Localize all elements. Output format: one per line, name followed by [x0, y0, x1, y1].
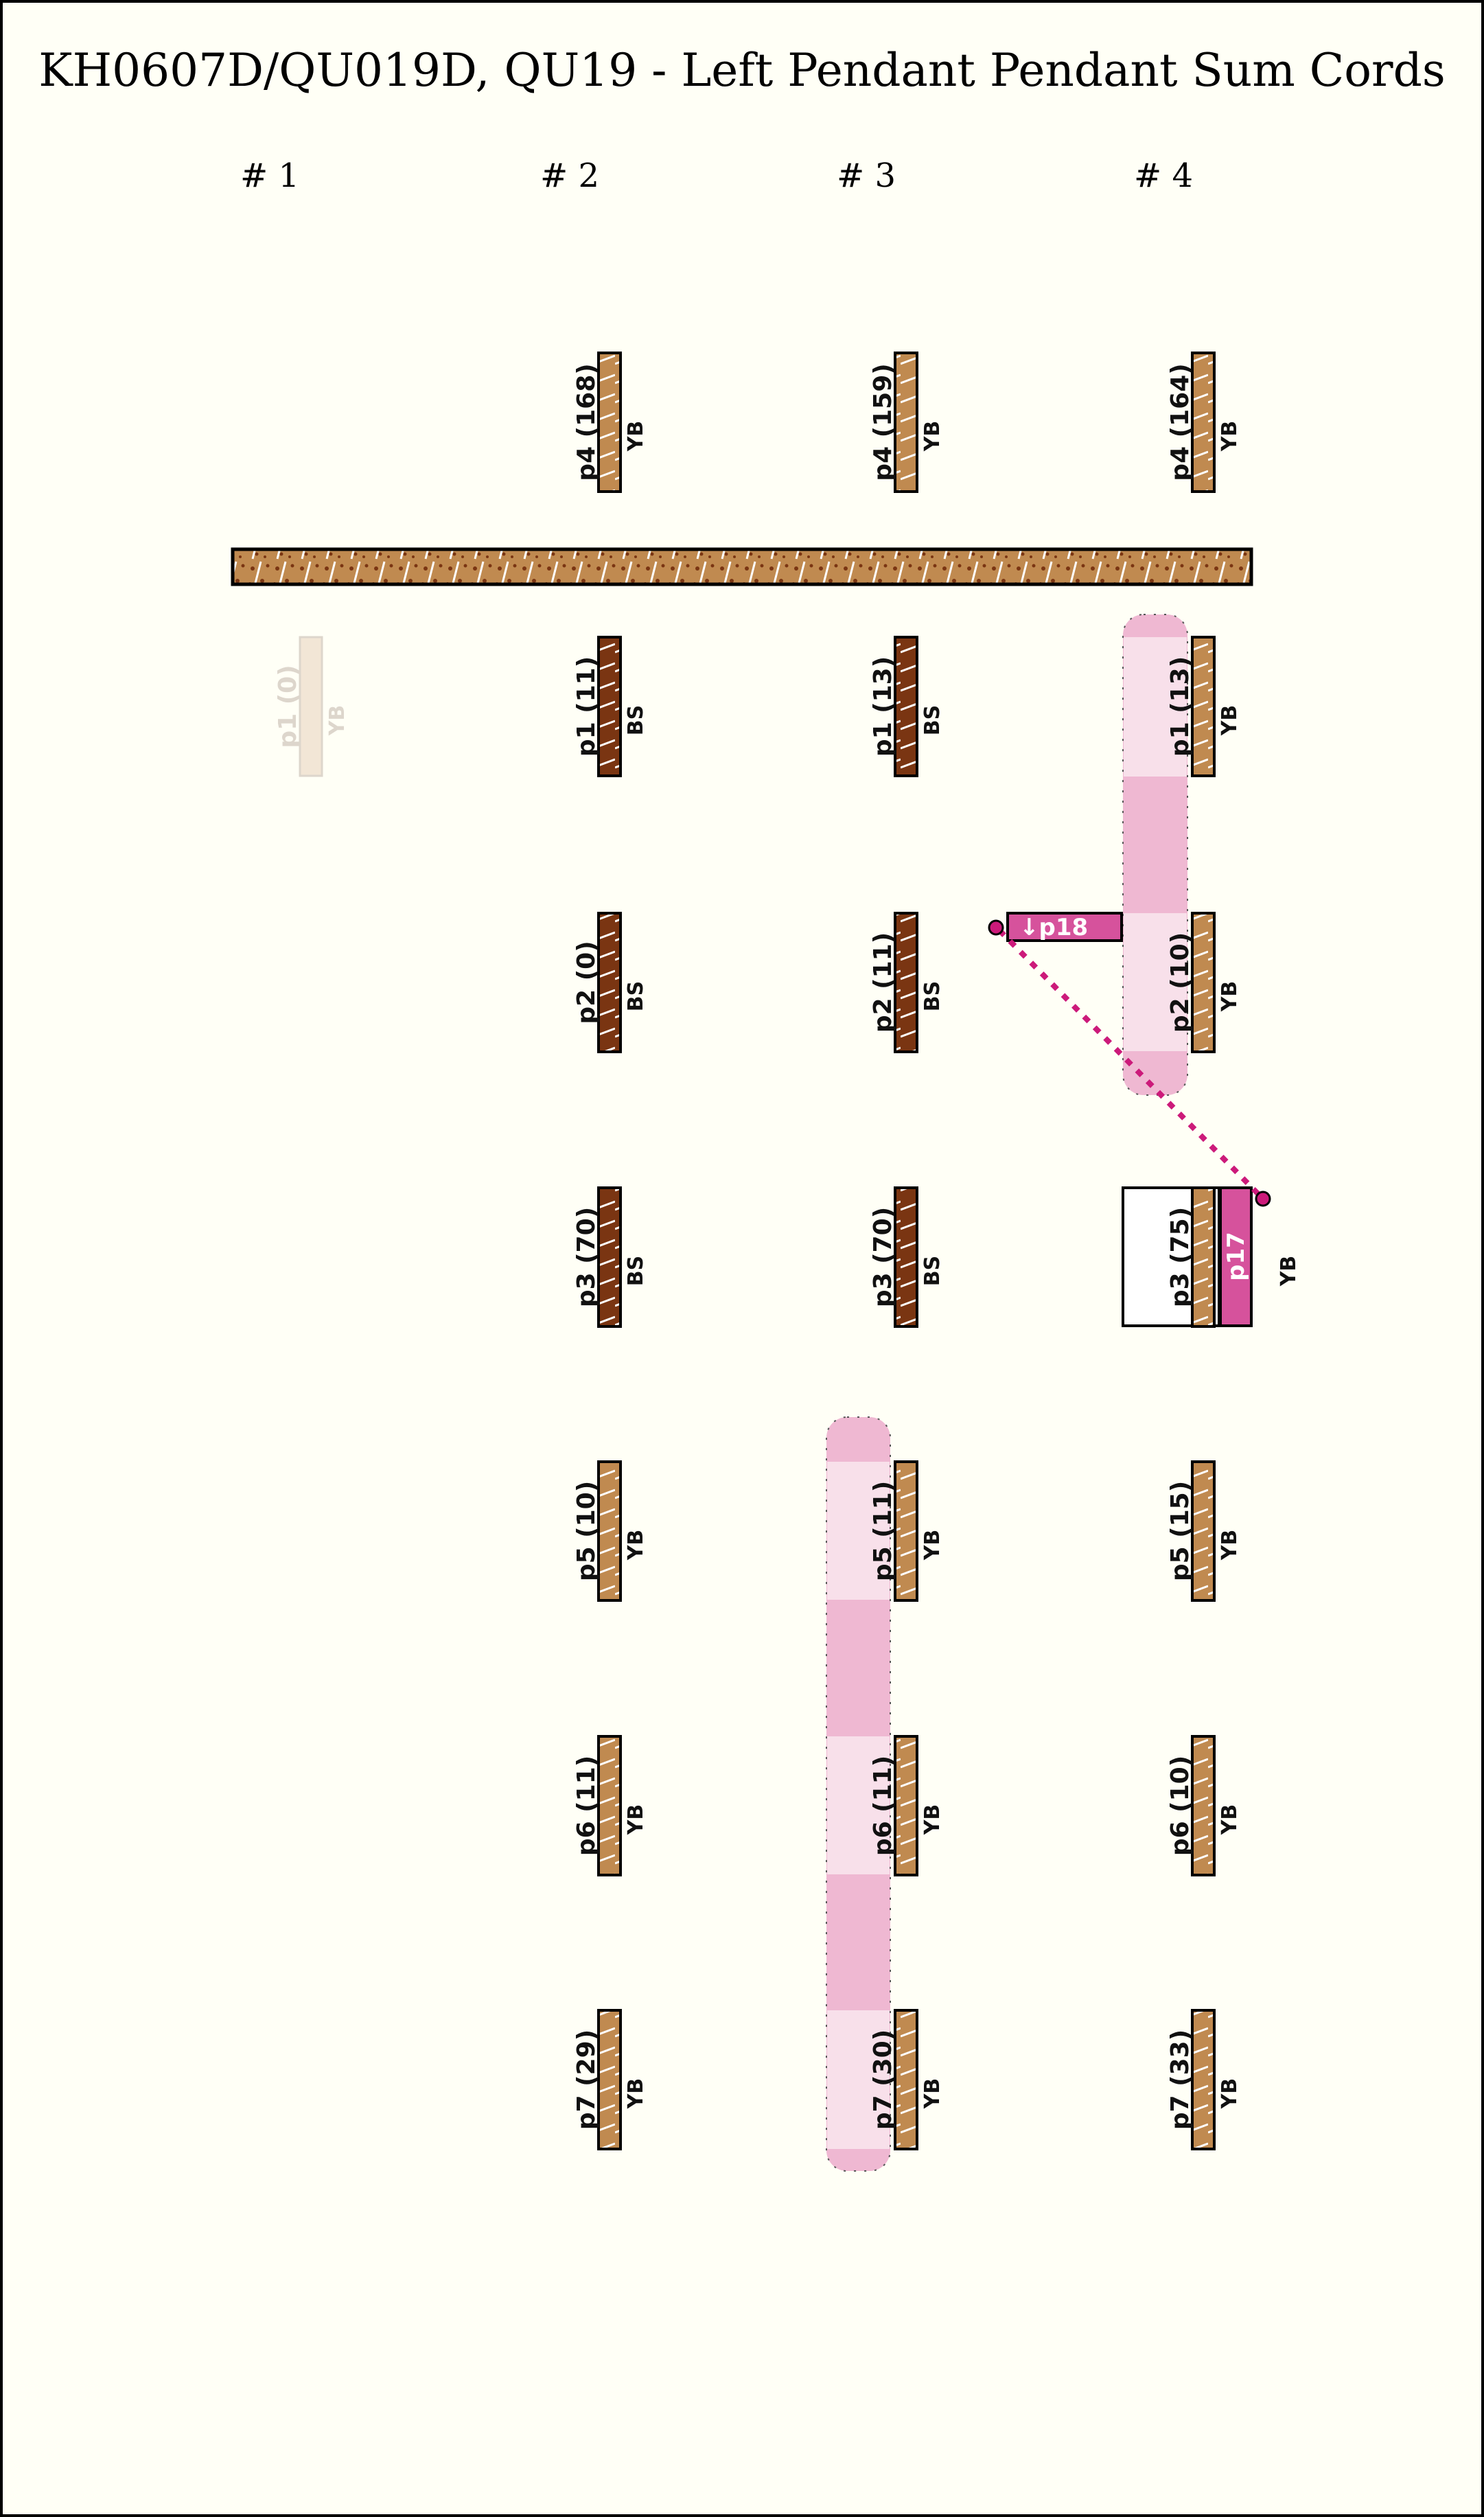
- sum-group-highlight-col3: [826, 1416, 891, 2172]
- cord-label: p6 (11): [572, 1756, 601, 1856]
- cord-color-label: BS: [624, 981, 648, 1011]
- pendant-cord-p6-col4[interactable]: p6 (10) YB: [1166, 1735, 1242, 1876]
- pendant-cord-p2-col2[interactable]: p2 (0) BS: [572, 912, 648, 1053]
- cord-color-label: BS: [920, 1256, 944, 1286]
- cord-color-label: YB: [1277, 1256, 1301, 1287]
- cord-color-label: YB: [920, 2078, 944, 2110]
- p18-tag-label: ↓p18: [1019, 914, 1088, 941]
- cord-color-label: YB: [1218, 1530, 1242, 1561]
- pendant-cord-p7-col4[interactable]: p7 (33) YB: [1166, 2009, 1242, 2150]
- cord-color-label: YB: [920, 421, 944, 452]
- sum-link-line: [997, 928, 1262, 1198]
- pendant-cord-p4-col3[interactable]: p4 (159) YB: [869, 352, 944, 493]
- pendant-cord-p3-col2[interactable]: p3 (70) BS: [572, 1186, 648, 1328]
- link-start-dot: [988, 919, 1004, 936]
- pendant-cord-p1-col1[interactable]: p1 (0) YB: [274, 636, 349, 777]
- pendant-cord-p2-col3[interactable]: p2 (11) BS: [869, 912, 944, 1053]
- pendant-cord-p7-col3[interactable]: p7 (30) YB: [869, 2009, 944, 2150]
- cord-color-label: BS: [920, 981, 944, 1011]
- pendant-cord-p1-col2[interactable]: p1 (11) BS: [572, 636, 648, 777]
- cord-color-label: YB: [624, 2078, 648, 2110]
- p17-tag[interactable]: p17: [1219, 1186, 1253, 1327]
- link-end-dot: [1255, 1191, 1271, 1207]
- cord-label: p2 (0): [572, 941, 601, 1024]
- pendant-cord-p1-col3[interactable]: p1 (13) BS: [869, 636, 944, 777]
- cord-label: p6 (11): [869, 1756, 897, 1856]
- cord-label: p3 (70): [572, 1207, 601, 1307]
- pendant-cord-p2-col4[interactable]: p2 (10) YB: [1166, 912, 1242, 1053]
- pendant-cord-p3-col4[interactable]: p3 (75) YB: [1166, 1186, 1301, 1328]
- p18-tag[interactable]: ↓p18: [1006, 912, 1123, 942]
- cord-label: p1 (13): [1166, 656, 1194, 757]
- cord-color-label: BS: [624, 705, 648, 735]
- cord-label: p7 (29): [572, 2030, 601, 2130]
- column-header-3: # 3: [837, 157, 896, 195]
- cord-label: p3 (75): [1166, 1207, 1194, 1307]
- cord-color-label: YB: [1218, 421, 1242, 452]
- cord-color-label: YB: [1218, 1804, 1242, 1836]
- cord-label: p1 (13): [869, 656, 897, 757]
- pendant-cord-p5-col4[interactable]: p5 (15) YB: [1166, 1460, 1242, 1602]
- cord-color-label: YB: [624, 1804, 648, 1836]
- cord-color-label: YB: [920, 1804, 944, 1836]
- column-header-4: # 4: [1134, 157, 1193, 195]
- cord-color-label: YB: [920, 1530, 944, 1561]
- column-header-1: # 1: [240, 157, 299, 195]
- pendant-cord-p3-col3[interactable]: p3 (70) BS: [869, 1186, 944, 1328]
- sum-group-highlight-col4: [1122, 614, 1188, 1096]
- cord-label: p5 (15): [1166, 1481, 1194, 1581]
- cord-color-label: YB: [624, 1530, 648, 1561]
- pendant-cord-p5-col2[interactable]: p5 (10) YB: [572, 1460, 648, 1602]
- pendant-cord-p7-col2[interactable]: p7 (29) YB: [572, 2009, 648, 2150]
- pendant-cord-p1-col4[interactable]: p1 (13) YB: [1166, 636, 1242, 777]
- cord-label: p5 (10): [572, 1481, 601, 1581]
- cord-label: p1 (11): [572, 656, 601, 757]
- cord-color-label: YB: [624, 421, 648, 452]
- cord-label: p2 (10): [1166, 932, 1194, 1033]
- p17-tag-label: p17: [1222, 1232, 1250, 1281]
- pendant-cord-p4-col4[interactable]: p4 (164) YB: [1166, 352, 1242, 493]
- cord-label: p5 (11): [869, 1481, 897, 1581]
- pendant-cord-p5-col3[interactable]: p5 (11) YB: [869, 1460, 944, 1602]
- cord-label: p4 (164): [1166, 363, 1194, 481]
- pendant-cord-p6-col2[interactable]: p6 (11) YB: [572, 1735, 648, 1876]
- cord-color-label: BS: [920, 705, 944, 735]
- cord-label: p4 (168): [572, 363, 601, 481]
- cord-label: p7 (33): [1166, 2030, 1194, 2130]
- cord-color-label: YB: [1218, 2078, 1242, 2110]
- pendant-cord-p4-col2[interactable]: p4 (168) YB: [572, 352, 648, 493]
- cord-color-label: BS: [624, 1256, 648, 1286]
- cord-label: p3 (70): [869, 1207, 897, 1307]
- cord-color-label: YB: [1218, 981, 1242, 1013]
- cord-color-label: YB: [1218, 705, 1242, 737]
- pendant-cord-p6-col3[interactable]: p6 (11) YB: [869, 1735, 944, 1876]
- column-header-2: # 2: [540, 157, 599, 195]
- cord-color-label: YB: [325, 705, 349, 737]
- primary-cord: [231, 547, 1253, 586]
- cord-label: p1 (0): [274, 665, 302, 748]
- cord-label: p4 (159): [869, 363, 897, 481]
- cord-label: p6 (10): [1166, 1756, 1194, 1856]
- cord-label: p7 (30): [869, 2030, 897, 2130]
- page-title: KH0607D/QU019D, QU19 - Left Pendant Pend…: [38, 44, 1445, 97]
- cord-label: p2 (11): [869, 932, 897, 1033]
